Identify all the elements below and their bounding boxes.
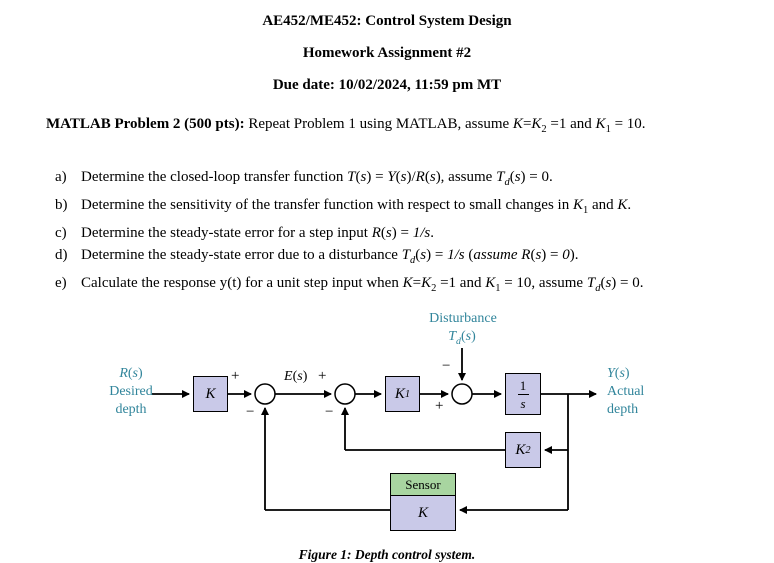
integrator-block: 1 s — [505, 373, 541, 415]
junction3-plus-sign: + — [435, 398, 444, 414]
controller-gain-block: K — [193, 376, 228, 412]
problem-statement: MATLAB Problem 2 (500 pts): Repeat Probl… — [46, 114, 734, 140]
problem-label: MATLAB Problem 2 (500 pts): — [46, 116, 245, 132]
course-title: AE452/ME452: Control System Design — [262, 13, 512, 29]
task-text: Determine the sensitivity of the transfe… — [81, 197, 632, 216]
sensor-title: Sensor — [391, 474, 455, 496]
task-item-b: b) Determine the sensitivity of the tran… — [55, 194, 744, 222]
task-text: Determine the steady-state error for a s… — [81, 225, 434, 241]
reference-word-2: depth — [115, 402, 147, 417]
summing-junctions — [254, 383, 473, 405]
task-text: Determine the closed-loop transfer funct… — [81, 169, 553, 188]
figure-caption: Figure 1: Depth control system. — [298, 547, 476, 562]
junction1-minus-sign: − — [246, 404, 255, 420]
document-header: AE452/ME452: Control System Design Homew… — [0, 0, 774, 93]
junction1-plus-sign: + — [231, 368, 240, 384]
error-signal-label: E(s) — [284, 369, 308, 384]
summing-junction-3 — [451, 383, 473, 405]
task-item-d: d) Determine the steady-state error due … — [55, 244, 744, 272]
disturbance-signal-label: Td(s) — [448, 329, 476, 347]
junction2-plus-sign: + — [318, 368, 327, 384]
summing-junction-1 — [254, 383, 276, 405]
task-marker: c) — [55, 225, 67, 241]
disturbance-label: Disturbance — [429, 311, 497, 326]
task-marker: a) — [55, 169, 67, 185]
block-diagram: Disturbance Td(s) R(s) Desired depth Y(s… — [0, 308, 774, 543]
junction2-minus-sign: − — [325, 404, 334, 420]
diagram-lines — [152, 348, 597, 514]
fraction-denominator: s — [520, 395, 526, 411]
sensor-block: Sensor K — [390, 473, 456, 531]
feedback-lines — [261, 394, 569, 514]
output-word-2: depth — [607, 402, 639, 417]
task-text: Calculate the response y(t) for a unit s… — [81, 275, 644, 294]
task-list: a) Determine the closed-loop transfer fu… — [55, 166, 744, 300]
fraction-bar — [517, 393, 529, 395]
sensor-gain: K — [391, 496, 455, 530]
summing-junction-2 — [334, 383, 356, 405]
due-date: Due date: 10/02/2024, 11:59 pm MT — [272, 77, 502, 93]
task-text: Determine the steady-state error due to … — [81, 247, 579, 266]
reference-word-1: Desired — [109, 384, 153, 399]
output-word-1: Actual — [607, 384, 645, 399]
integrator-fraction: 1 s — [517, 377, 529, 411]
task-marker: d) — [55, 247, 68, 263]
task-item-c: c) Determine the steady-state error for … — [55, 222, 744, 244]
task-item-e: e) Calculate the response y(t) for a uni… — [55, 272, 744, 300]
fraction-numerator: 1 — [519, 377, 527, 393]
output-label: Y(s) Actual depth — [607, 365, 677, 419]
reference-signal: R(s) — [119, 366, 143, 381]
task-marker: b) — [55, 197, 68, 213]
junction3-minus-sign: − — [442, 358, 451, 374]
problem-text: Repeat Problem 1 using MATLAB, assume K=… — [244, 116, 646, 135]
task-marker: e) — [55, 275, 67, 291]
task-item-a: a) Determine the closed-loop transfer fu… — [55, 166, 744, 194]
assignment-title: Homework Assignment #2 — [302, 45, 472, 61]
output-signal: Y(s) — [607, 366, 630, 381]
reference-label: R(s) Desired depth — [100, 365, 162, 419]
